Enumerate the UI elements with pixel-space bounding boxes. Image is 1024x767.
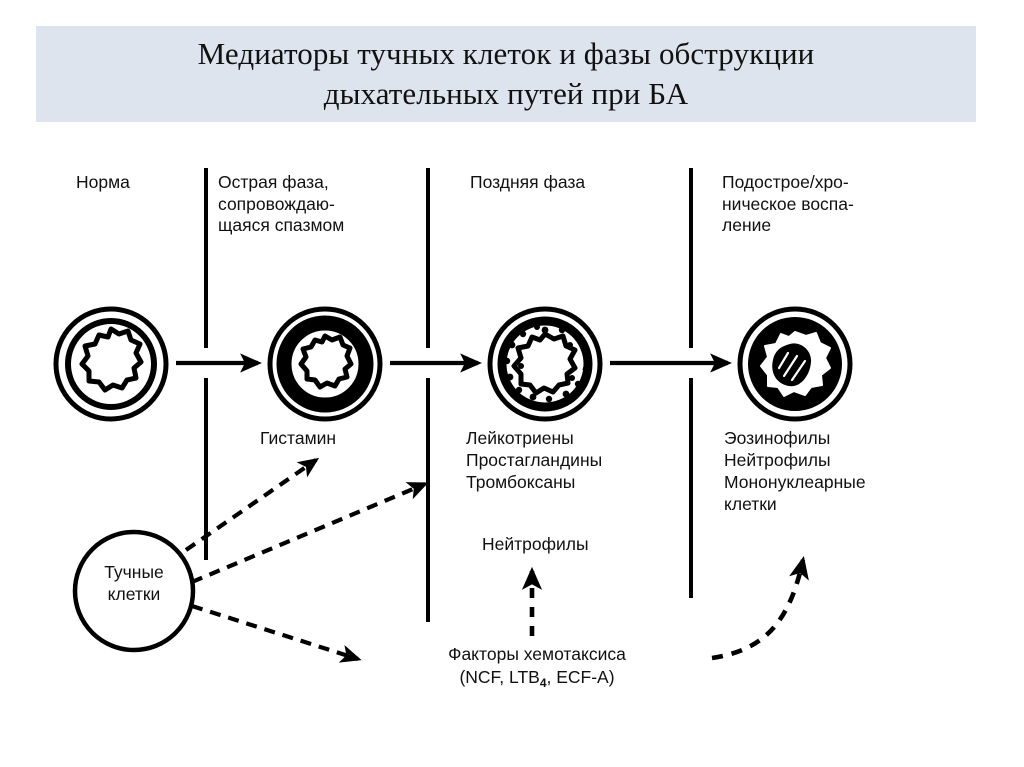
airway-cross-section-acute (267, 306, 383, 422)
airway-cross-section-chronic (737, 306, 853, 422)
airway-cross-section-normal (53, 306, 169, 422)
title-banner: Медиаторы тучных клеток и фазы обструкци… (36, 26, 976, 122)
chemotaxis-to-chronic-arrow (711, 555, 809, 661)
inflammatory-cell-dots (503, 324, 590, 403)
dashed-arrow-to-late-mediators (191, 482, 429, 584)
mediator-label-neutrophils: Нейтрофилы (482, 534, 589, 554)
chemotaxis-factors-block: Факторы хемотаксиса (NCF, LTB4, ECF-A) (372, 643, 702, 691)
mediator-label-chronic-cells: Эозинофилы Нейтрофилы Мононуклеарные кле… (724, 428, 866, 515)
mucus-plug-highlights (777, 351, 807, 382)
column-header-chronic: Подострое/хро- ническое воспа- ление (722, 172, 854, 236)
dashed-arrow-to-chemotaxis (191, 603, 362, 663)
mediator-label-histamine: Гистамин (260, 428, 337, 448)
column-header-norma: Норма (76, 172, 130, 192)
dashed-arrow-to-histamine (184, 457, 320, 552)
mast-cell-label: Тучные клетки (104, 562, 164, 604)
chemotaxis-title: Факторы хемотаксиса (448, 644, 626, 664)
chemotaxis-formula-suffix: , ECF-A) (546, 666, 615, 687)
airway-cross-section-late (487, 306, 603, 422)
column-header-late: Поздняя фаза (470, 172, 586, 192)
page-title: Медиаторы тучных клеток и фазы обструкци… (56, 34, 956, 113)
mediator-dashed-arrows (184, 457, 429, 663)
title-line-2: дыхательных путей при БА (323, 76, 689, 111)
chemotaxis-formula: (NCF, LTB4, ECF-A) (372, 666, 702, 692)
column-header-acute: Острая фаза, сопровождаю- щаяся спазмом (218, 172, 345, 236)
title-line-1: Медиаторы тучных клеток и фазы обструкци… (197, 36, 815, 72)
chemotaxis-formula-subscript: 4 (539, 675, 547, 690)
chemotaxis-formula-prefix: (NCF, LTB (459, 666, 540, 687)
mediator-label-late-phase: Лейкотриены Простагландины Тромбоксаны (466, 428, 603, 493)
